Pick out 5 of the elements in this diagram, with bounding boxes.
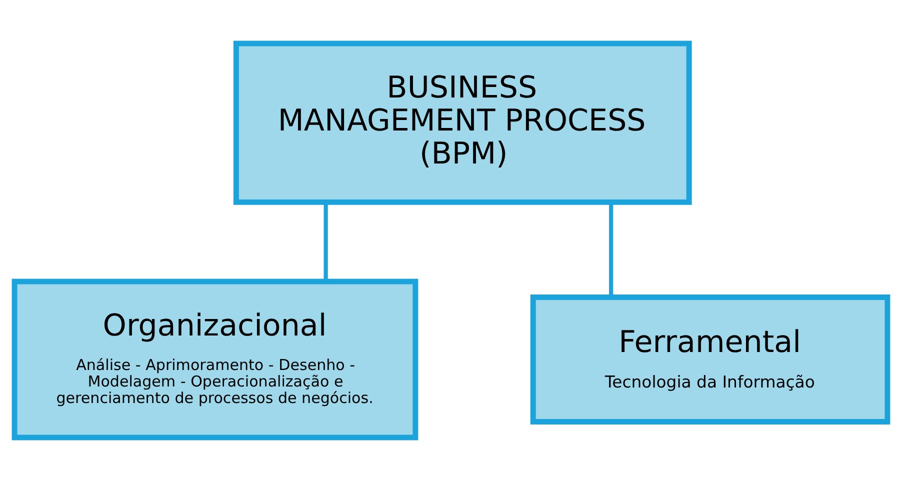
connector [324,202,328,282]
node-box: BUSINESS MANAGEMENT PROCESS (BPM) [233,40,692,205]
connector [609,202,614,298]
node-box: Ferramental Tecnologia da Informação [530,294,890,425]
node-box: Organizacional Análise - Aprimoramento - Desenho - Modelagem - Operacionalização e gerenciamento de processos de negócios. [12,278,418,440]
